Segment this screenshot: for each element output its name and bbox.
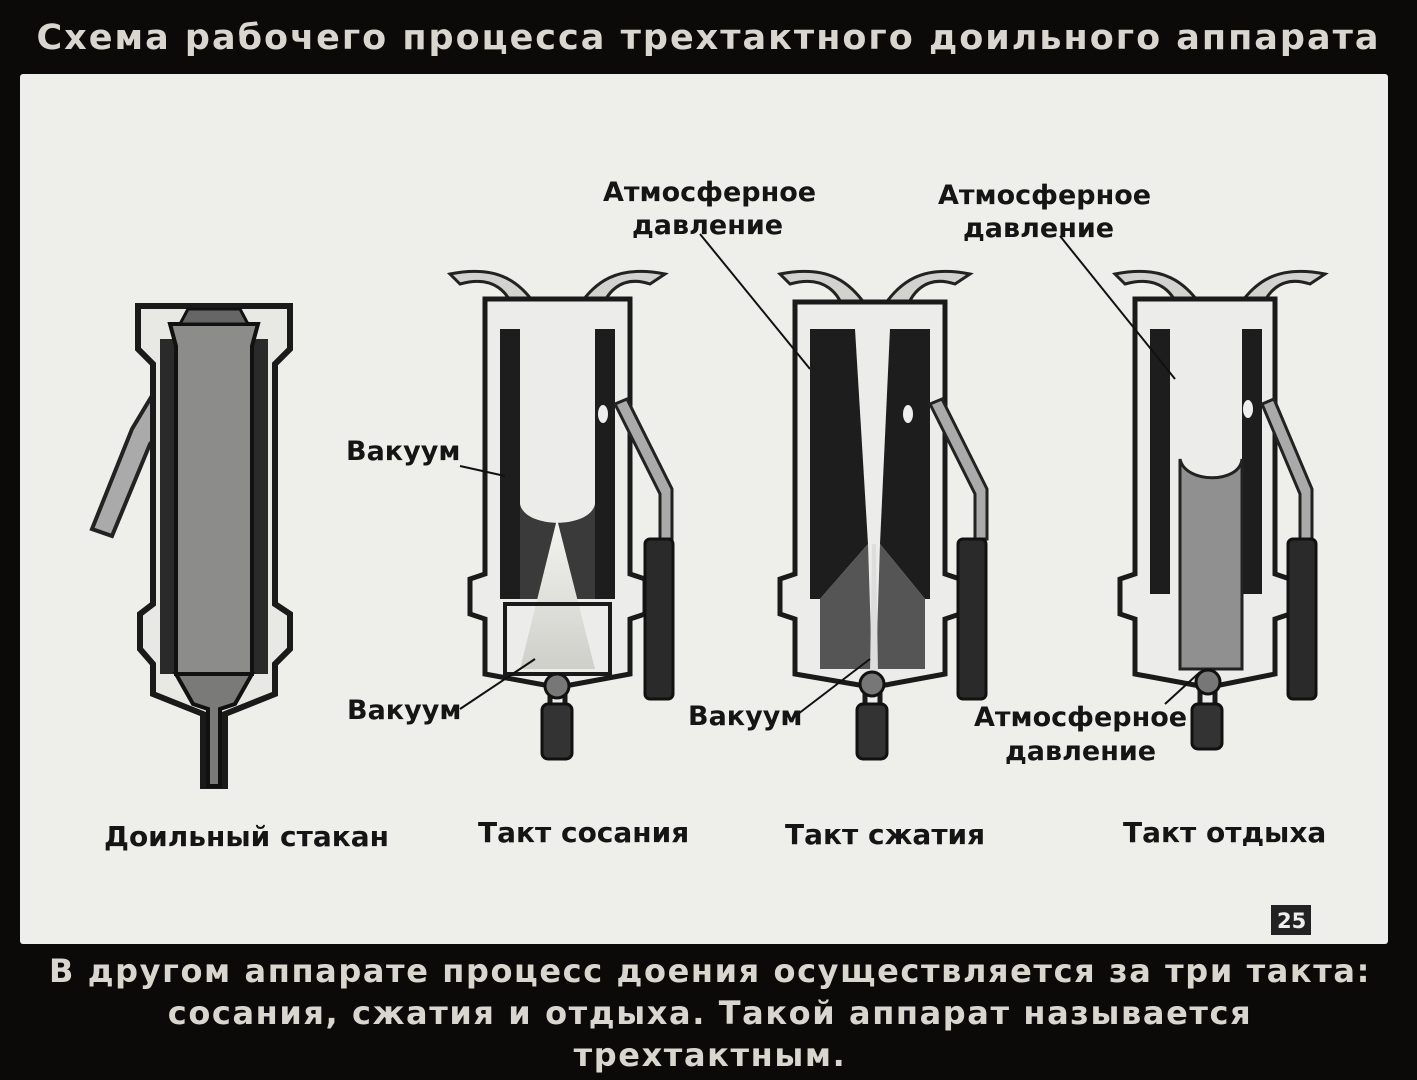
compression-phase-figure (776, 269, 989, 761)
diagram-panel: Вакуум Вакуум Вакуум Атмосферное давлени… (20, 74, 1388, 944)
caption-compression: Такт сжатия (785, 818, 985, 851)
label-vacuum-suction: Вакуум (347, 695, 461, 726)
label-atm-compression-1: Атмосферное (603, 177, 816, 208)
label-atm-rest-2: давление (963, 213, 1114, 244)
slide-title: Схема рабочего процесса трехтактного дои… (36, 18, 1381, 58)
leader-lines (459, 233, 1201, 715)
label-vacuum-compression: Вакуум (688, 701, 802, 732)
caption-line-2: сосания, сжатия и отдыха. Такой аппарат … (167, 994, 1253, 1074)
slide-caption: В другом аппарате процесс доения осущест… (40, 950, 1380, 1076)
page-number: 25 (1277, 909, 1306, 933)
label-atm-rest-1: Атмосферное (938, 180, 1151, 211)
label-atm-bottom-1: Атмосферное (974, 702, 1187, 733)
caption-milking-cup: Доильный стакан (104, 820, 389, 853)
rest-phase-figure (1111, 269, 1329, 751)
label-atm-compression-2: давление (632, 210, 783, 241)
label-atm-bottom-2: давление (1005, 736, 1156, 767)
milking-cup-diagram: Вакуум Вакуум Вакуум Атмосферное давлени… (89, 177, 1329, 937)
caption-suction: Такт сосания (478, 816, 689, 849)
page-number-box (1269, 903, 1313, 937)
milking-cup-figure (89, 303, 293, 789)
caption-rest: Такт отдыха (1123, 816, 1326, 849)
label-vacuum-upper: Вакуум (346, 436, 460, 467)
suction-phase-figure (446, 269, 675, 761)
caption-line-1: В другом аппарате процесс доения осущест… (49, 952, 1371, 990)
